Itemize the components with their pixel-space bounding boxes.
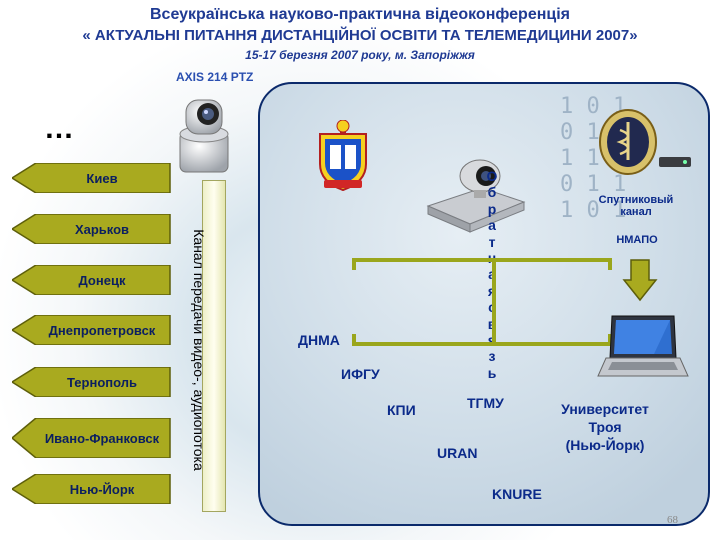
org-knure: KNURE xyxy=(492,486,542,502)
city-label: Днепропетровск xyxy=(48,322,156,338)
laptop-icon xyxy=(594,312,690,382)
city-label: Киев xyxy=(86,170,118,186)
org-ifgu: ИФГУ xyxy=(341,366,380,382)
down-arrow-icon xyxy=(622,258,658,302)
org-tgmu: ТГМУ xyxy=(467,395,504,411)
satellite-receiver-icon xyxy=(658,154,692,170)
city-label: Тернополь xyxy=(67,374,137,390)
conference-date-place: 15-17 березня 2007 року, м. Запоріжжя xyxy=(245,48,475,62)
city-label: Нью-Йорк xyxy=(69,481,135,497)
satellite-line1: Спутниковый xyxy=(598,194,674,206)
satellite-line2: канал xyxy=(620,206,652,218)
city-label: Харьков xyxy=(74,221,130,237)
university-crest-icon xyxy=(316,119,370,192)
conference-subtitle: « АКТУАЛЬНІ ПИТАННЯ ДИСТАНЦІЙНОЇ ОСВІТИ … xyxy=(82,27,638,44)
university-line3: (Нью-Йорк) xyxy=(565,437,645,453)
city-item-ternopol: Тернополь xyxy=(12,367,172,397)
university-line1: Университет xyxy=(561,401,649,417)
org-kpi: КПИ xyxy=(387,402,416,418)
org-dnma: ДНМА xyxy=(298,332,340,348)
city-item-dnepropetrovsk: Днепропетровск xyxy=(12,315,172,345)
city-item-ivano-frankovsk: Ивано-Франковск xyxy=(12,418,172,458)
ptz-camera-icon xyxy=(172,88,236,174)
conference-title: Всеукраїнська науково-практична відеокон… xyxy=(149,6,571,23)
nmapo-label: НМАПО xyxy=(616,234,658,246)
city-item-donetsk: Донецк xyxy=(12,265,172,295)
city-label: Донецк xyxy=(78,272,126,288)
city-label: Ивано-Франковск xyxy=(44,430,160,446)
city-item-kharkov: Харьков xyxy=(12,214,172,244)
university-troy-label: Университет Троя (Нью-Йорк) xyxy=(545,400,665,454)
org-uran: URAN xyxy=(437,445,478,461)
more-cities-ellipsis: … xyxy=(44,112,78,145)
city-item-new-york: Нью-Йорк xyxy=(12,474,172,504)
channel-label: Канал передачи видео-, аудиопотока xyxy=(191,229,207,471)
university-line2: Троя xyxy=(588,419,622,435)
nmapo-emblem-icon xyxy=(596,108,660,178)
channel-bar xyxy=(202,180,226,512)
videoconference-unit-icon xyxy=(424,158,528,234)
feedback-connector xyxy=(334,240,646,364)
satellite-channel-label: Спутниковый канал xyxy=(584,194,688,218)
camera-label: AXIS 214 PTZ xyxy=(176,70,254,84)
city-item-kiev: Киев xyxy=(12,163,172,193)
page-number: 68 xyxy=(667,514,678,526)
